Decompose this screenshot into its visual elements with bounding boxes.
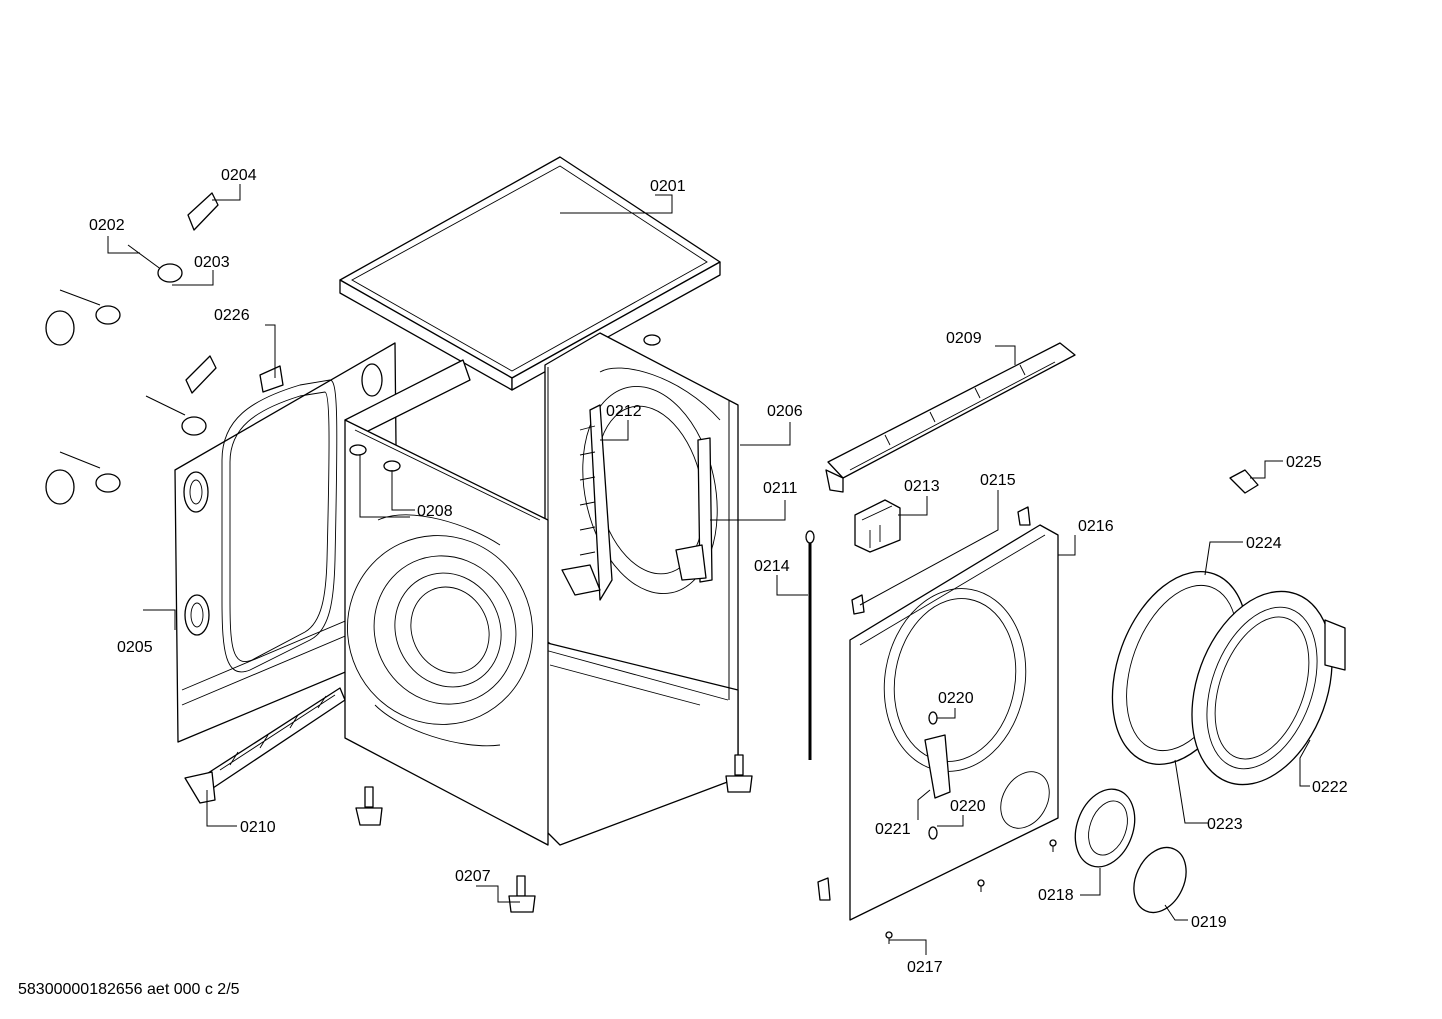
label-0202: 0202 xyxy=(89,217,125,234)
label-0204: 0204 xyxy=(221,167,257,184)
part-0212-bracket xyxy=(561,404,613,601)
label-0220-upper: 0220 xyxy=(938,690,974,707)
label-0211: 0211 xyxy=(763,480,798,497)
part-0202-0203-0204-hinges xyxy=(45,192,219,505)
part-0206-cabinet xyxy=(344,332,739,846)
part-labels: 0201 0202 0203 0204 0205 0206 0207 0208 … xyxy=(89,167,1348,976)
part-0214-rod xyxy=(805,530,815,760)
label-0226: 0226 xyxy=(214,307,250,324)
label-0213: 0213 xyxy=(904,478,940,495)
part-0209-rail xyxy=(825,342,1076,493)
label-0206: 0206 xyxy=(767,403,803,420)
label-0208: 0208 xyxy=(417,503,453,520)
label-0220-lower: 0220 xyxy=(950,798,986,815)
label-0225: 0225 xyxy=(1286,454,1322,471)
label-0205: 0205 xyxy=(117,639,153,656)
part-0207-feet xyxy=(355,754,753,913)
part-0211-bracket xyxy=(675,437,713,583)
label-0219: 0219 xyxy=(1191,914,1227,931)
part-0216-front-panel xyxy=(817,506,1059,921)
label-0221: 0221 xyxy=(875,821,911,838)
part-0225-handle xyxy=(1229,469,1259,494)
part-0218-door-lock xyxy=(1074,788,1136,868)
leader-lines xyxy=(107,184,1311,955)
part-0217-screws xyxy=(885,839,1057,944)
label-0224: 0224 xyxy=(1246,535,1282,552)
label-0217: 0217 xyxy=(907,959,943,976)
label-0209: 0209 xyxy=(946,330,982,347)
part-0205-rear-panel xyxy=(174,342,399,743)
part-0226-clip xyxy=(259,365,284,393)
label-0222: 0222 xyxy=(1312,779,1348,796)
label-0201: 0201 xyxy=(650,178,686,195)
label-0212: 0212 xyxy=(606,403,642,420)
label-0214: 0214 xyxy=(754,558,790,575)
label-0210: 0210 xyxy=(240,819,276,836)
label-0215: 0215 xyxy=(980,472,1016,489)
part-0219-cover xyxy=(1133,846,1187,914)
document-reference: 58300000182656 aet 000 c 2/5 xyxy=(18,981,240,998)
part-0224-0223-0222-door xyxy=(1111,571,1346,786)
label-0207: 0207 xyxy=(455,868,491,885)
label-0216: 0216 xyxy=(1078,518,1114,535)
part-0213-module xyxy=(854,499,901,553)
label-0203: 0203 xyxy=(194,254,230,271)
label-0223: 0223 xyxy=(1207,816,1243,833)
label-0218: 0218 xyxy=(1038,887,1074,904)
